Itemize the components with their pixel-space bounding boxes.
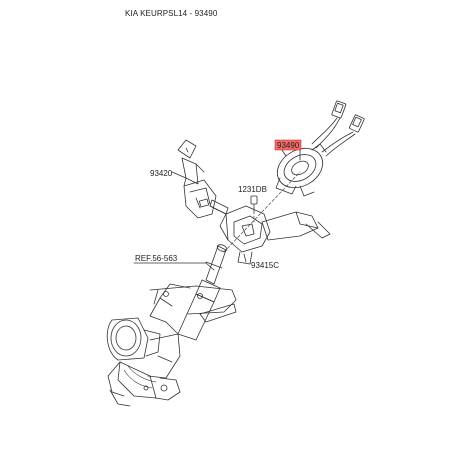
leader-line-ref (205, 262, 215, 271)
part-number-93415c[interactable]: 93415C (251, 261, 279, 270)
diagram-caption: KIA KEURPSL14 - 93490 (125, 9, 218, 18)
leader-line-93420 (171, 171, 187, 179)
wiper-switch-drawing[interactable] (177, 139, 217, 219)
highlight-box-93490 (274, 139, 302, 151)
clock-spring-drawing[interactable] (270, 100, 365, 197)
part-number-1231db[interactable]: 1231DB (238, 185, 267, 194)
ref-steering-column[interactable]: REF.56-563 (135, 254, 178, 263)
bolt-drawing[interactable] (250, 195, 258, 213)
steering-column-drawing[interactable] (106, 243, 237, 407)
part-number-93490[interactable]: 93490 (277, 141, 300, 150)
multifunction-switch-drawing[interactable] (209, 199, 331, 265)
part-number-93420[interactable]: 93420 (150, 169, 173, 178)
assembly-axis-line (223, 171, 301, 253)
leader-line-93415c (243, 253, 247, 263)
